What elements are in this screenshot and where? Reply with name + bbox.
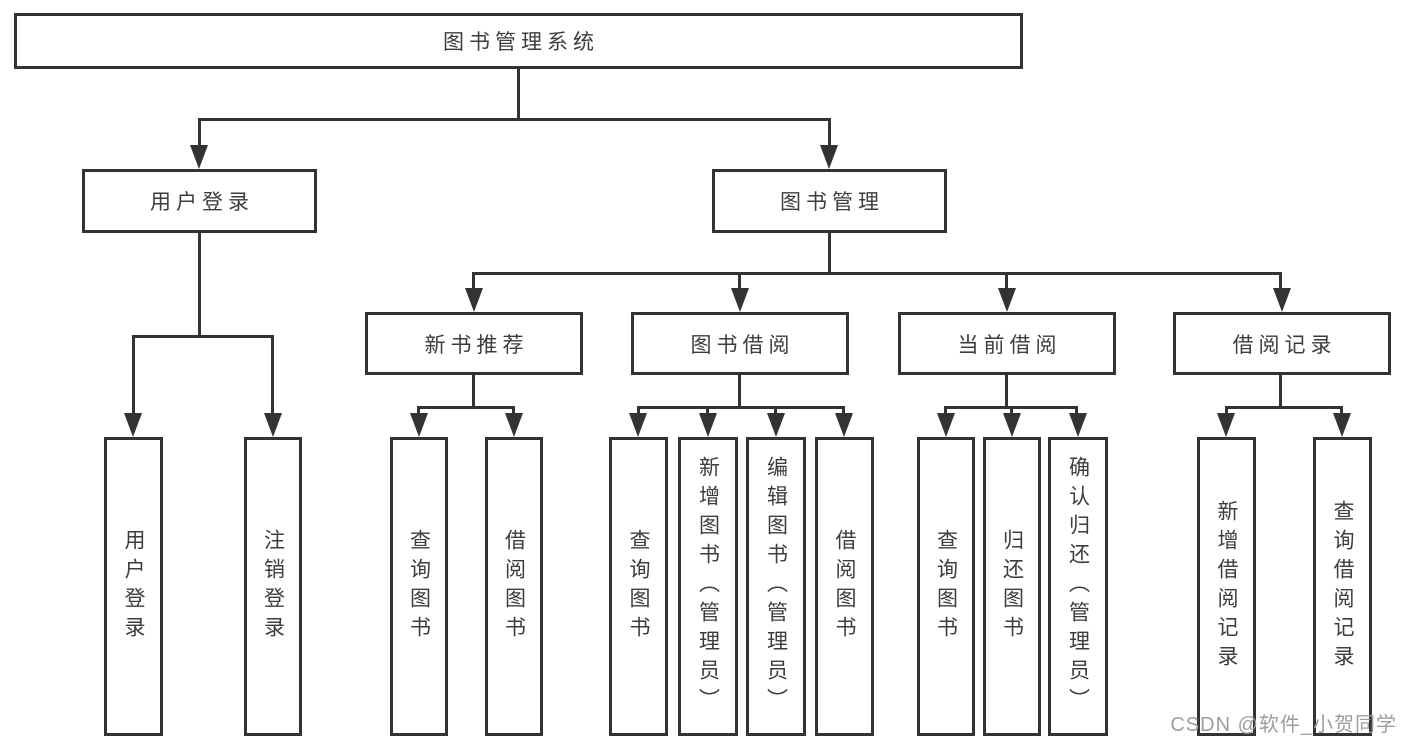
leaf-borrowing-query-books-label: 查询图书 <box>627 528 650 645</box>
arrowhead-icon <box>998 288 1016 312</box>
arrowhead-icon <box>264 413 282 437</box>
connector-line <box>738 272 741 291</box>
connector-line <box>517 69 520 118</box>
connector-line <box>1005 272 1008 291</box>
connector-line <box>1225 406 1228 415</box>
leaf-current-query-books-label: 查询图书 <box>934 528 958 645</box>
arrowhead-icon <box>699 413 717 437</box>
node-book-management: 图书管理 <box>712 169 947 233</box>
connector-line <box>472 272 1282 275</box>
arrowhead-icon <box>767 413 785 437</box>
connector-line <box>472 272 475 291</box>
leaf-borrowing-borrow-books: 借阅图书 <box>815 437 874 736</box>
node-library-system: 图书管理系统 <box>14 13 1023 69</box>
leaf-newbook-borrow-books-label: 借阅图书 <box>502 528 526 645</box>
node-library-system-label: 图书管理系统 <box>443 31 599 54</box>
node-user-login: 用户登录 <box>82 169 317 233</box>
node-new-book-recommend: 新书推荐 <box>365 312 583 375</box>
connector-line <box>1225 406 1343 409</box>
connector-line <box>774 406 777 415</box>
node-book-borrowing-label: 图书借阅 <box>690 333 795 357</box>
arrowhead-icon <box>124 413 142 437</box>
leaf-records-query-record: 查询借阅记录 <box>1313 437 1372 736</box>
connector-line <box>472 375 475 406</box>
connector-line <box>198 233 201 335</box>
node-book-borrowing: 图书借阅 <box>631 312 849 375</box>
node-new-book-recommend-label: 新书推荐 <box>424 333 529 357</box>
arrowhead-icon <box>820 145 838 169</box>
arrowhead-icon <box>1003 413 1021 437</box>
connector-line <box>828 118 831 148</box>
connector-line <box>512 406 515 415</box>
leaf-newbook-query-books: 查询图书 <box>390 437 448 736</box>
connector-line <box>198 118 201 148</box>
connector-line <box>1340 406 1343 415</box>
arrowhead-icon <box>465 288 483 312</box>
arrowhead-icon <box>1333 413 1351 437</box>
arrowhead-icon <box>1217 413 1235 437</box>
leaf-borrowing-add-books-label: 新增图书（管理员） <box>696 456 720 717</box>
connector-line <box>1005 375 1008 406</box>
arrowhead-icon <box>731 288 749 312</box>
connector-line <box>637 406 845 409</box>
arrowhead-icon <box>835 413 853 437</box>
arrowhead-icon <box>410 413 428 437</box>
leaf-user-login-label: 用户登录 <box>122 528 145 645</box>
connector-line <box>738 375 741 406</box>
node-borrowing-records-label: 借阅记录 <box>1232 333 1337 357</box>
leaf-borrowing-borrow-books-label: 借阅图书 <box>833 528 856 645</box>
arrowhead-icon <box>505 413 523 437</box>
connector-line <box>1075 406 1078 415</box>
node-borrowing-records: 借阅记录 <box>1173 312 1391 375</box>
leaf-borrowing-edit-books-label: 编辑图书（管理员） <box>764 456 788 717</box>
leaf-current-return-books-label: 归还图书 <box>1000 528 1024 645</box>
leaf-current-confirm-return: 确认归还（管理员） <box>1048 437 1108 736</box>
arrowhead-icon <box>937 413 955 437</box>
leaf-current-return-books: 归还图书 <box>983 437 1041 736</box>
connector-line <box>842 406 845 415</box>
leaf-records-add-record: 新增借阅记录 <box>1197 437 1256 736</box>
connector-line <box>132 335 274 338</box>
connector-line <box>706 406 709 415</box>
arrowhead-icon <box>1069 413 1087 437</box>
arrowhead-icon <box>1273 288 1291 312</box>
leaf-newbook-borrow-books: 借阅图书 <box>485 437 543 736</box>
node-current-borrowing: 当前借阅 <box>898 312 1116 375</box>
csdn-watermark: CSDN @软件_小贺同学 <box>1170 714 1397 736</box>
connector-line <box>1279 272 1282 291</box>
leaf-user-login: 用户登录 <box>104 437 163 736</box>
connector-line <box>944 406 947 415</box>
connector-line <box>132 335 135 415</box>
connector-line <box>828 233 831 273</box>
node-current-borrowing-label: 当前借阅 <box>957 333 1062 357</box>
arrowhead-icon <box>629 413 647 437</box>
node-book-management-label: 图书管理 <box>780 191 884 214</box>
connector-line <box>417 406 515 409</box>
leaf-borrowing-query-books: 查询图书 <box>609 437 668 736</box>
connector-line <box>1279 375 1282 406</box>
node-user-login-label: 用户登录 <box>150 191 254 214</box>
connector-line <box>198 118 831 121</box>
leaf-current-query-books: 查询图书 <box>917 437 975 736</box>
connector-line <box>417 406 420 415</box>
leaf-borrowing-add-books: 新增图书（管理员） <box>678 437 738 736</box>
connector-line <box>637 406 640 415</box>
leaf-borrowing-edit-books: 编辑图书（管理员） <box>746 437 806 736</box>
leaf-records-query-record-label: 查询借阅记录 <box>1331 499 1354 674</box>
leaf-newbook-query-books-label: 查询图书 <box>407 528 431 645</box>
arrowhead-icon <box>190 145 208 169</box>
leaf-logout-label: 注销登录 <box>261 528 285 645</box>
leaf-logout: 注销登录 <box>244 437 302 736</box>
leaf-records-add-record-label: 新增借阅记录 <box>1215 499 1238 674</box>
connector-line <box>1010 406 1013 415</box>
leaf-current-confirm-return-label: 确认归还（管理员） <box>1066 456 1090 717</box>
connector-line <box>271 335 274 415</box>
